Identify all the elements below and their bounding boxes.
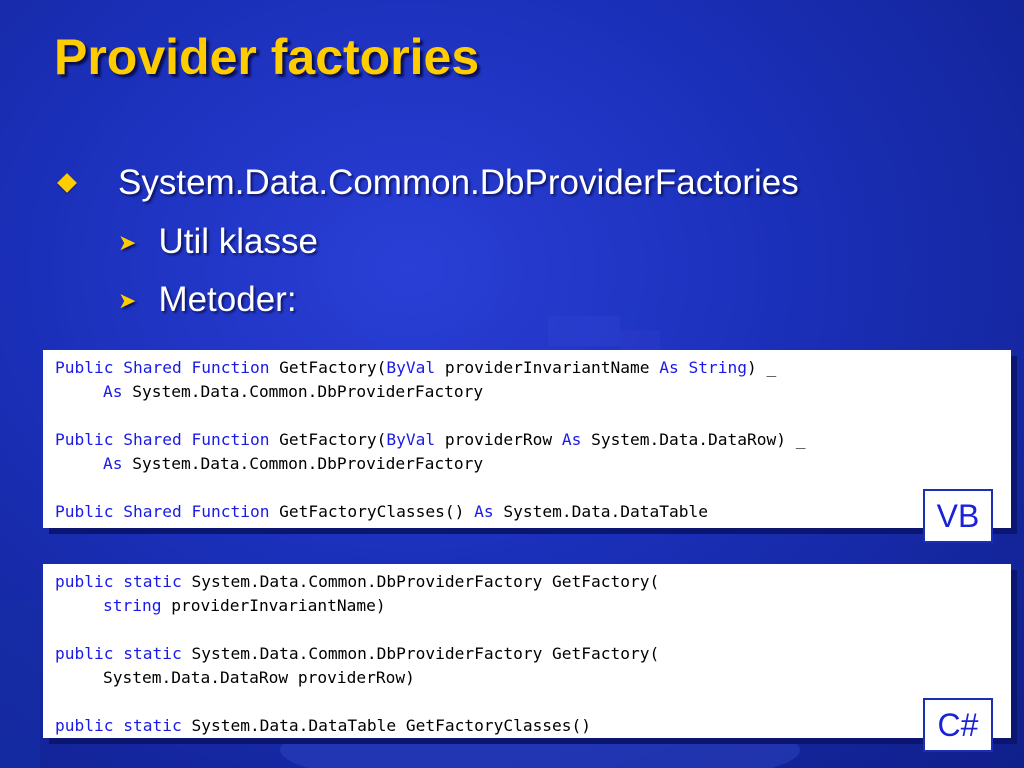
code-line: Public Shared Function GetFactoryClasses…	[55, 500, 999, 524]
keyword: Public	[55, 358, 114, 377]
code-line: string providerInvariantName)	[55, 594, 999, 618]
keyword: As	[561, 430, 582, 449]
bullet-main: System.Data.Common.DbProviderFactories	[56, 163, 799, 203]
code-text: System.Data.DataTable	[493, 502, 709, 521]
code-text: GetFactory(	[269, 358, 387, 377]
arrowhead-bullet-icon: ➤	[118, 288, 137, 313]
keyword: Shared	[123, 430, 182, 449]
code-blank-line	[55, 404, 999, 428]
code-line: public static System.Data.Common.DbProvi…	[55, 570, 999, 594]
vb-code-block: Public Shared Function GetFactory(ByVal …	[43, 350, 1011, 528]
bullet-sub-1: ➤ Util klasse	[118, 222, 318, 262]
keyword: public	[55, 572, 114, 591]
bullet-sub-1-text: Util klasse	[158, 222, 318, 261]
code-line: As System.Data.Common.DbProviderFactory	[55, 380, 999, 404]
keyword: As	[474, 502, 494, 521]
keyword: Public	[55, 430, 114, 449]
keyword: As	[659, 358, 679, 377]
csharp-code-block: public static System.Data.Common.DbProvi…	[43, 564, 1011, 738]
code-line: public static System.Data.DataTable GetF…	[55, 714, 999, 738]
keyword: Function	[191, 358, 270, 377]
code-line: Public Shared Function GetFactory(ByVal …	[55, 356, 999, 380]
keyword: String	[688, 358, 748, 377]
keyword: public	[55, 644, 114, 663]
code-text: System.Data.DataRow) _	[581, 430, 806, 449]
code-text: GetFactory(	[269, 430, 387, 449]
slide-title: Provider factories	[54, 29, 480, 85]
keyword: string	[103, 596, 162, 615]
code-text: providerInvariantName)	[161, 596, 386, 615]
keyword: static	[123, 716, 182, 735]
code-blank-line	[55, 476, 999, 500]
diamond-bullet-icon	[57, 173, 77, 193]
code-line: Public Shared Function GetFactory(ByVal …	[55, 428, 999, 452]
keyword: Shared	[123, 358, 182, 377]
keyword: As	[103, 382, 123, 401]
bullet-sub-2: ➤ Metoder:	[118, 280, 297, 320]
keyword: Shared	[123, 502, 182, 521]
code-text: ) _	[747, 358, 777, 377]
code-blank-line	[55, 690, 999, 714]
vb-language-label: VB	[923, 489, 993, 543]
code-text: providerInvariantName	[435, 358, 660, 377]
keyword: static	[123, 644, 182, 663]
code-blank-line	[55, 618, 999, 642]
keyword: ByVal	[386, 430, 436, 449]
code-line: System.Data.DataRow providerRow)	[55, 666, 999, 690]
keyword: Function	[191, 502, 270, 521]
code-text: System.Data.Common.DbProviderFactory	[122, 382, 484, 401]
keyword: public	[55, 716, 114, 735]
code-text: System.Data.Common.DbProviderFactory Get…	[181, 572, 660, 591]
arrowhead-bullet-icon: ➤	[118, 230, 137, 255]
code-text: System.Data.Common.DbProviderFactory	[122, 454, 484, 473]
code-text: GetFactoryClasses()	[269, 502, 475, 521]
bullet-sub-2-text: Metoder:	[158, 280, 297, 319]
keyword: Function	[191, 430, 270, 449]
keyword: As	[103, 454, 123, 473]
code-text: System.Data.DataTable GetFactoryClasses(…	[181, 716, 592, 735]
code-text: providerRow	[435, 430, 562, 449]
keyword: static	[123, 572, 182, 591]
code-text: System.Data.Common.DbProviderFactory Get…	[181, 644, 660, 663]
csharp-language-label: C#	[923, 698, 993, 752]
code-line: public static System.Data.Common.DbProvi…	[55, 642, 999, 666]
keyword: Public	[55, 502, 114, 521]
code-text: System.Data.DataRow providerRow)	[103, 668, 415, 687]
bullet-main-text: System.Data.Common.DbProviderFactories	[118, 163, 799, 202]
code-line: As System.Data.Common.DbProviderFactory	[55, 452, 999, 476]
keyword: ByVal	[386, 358, 436, 377]
